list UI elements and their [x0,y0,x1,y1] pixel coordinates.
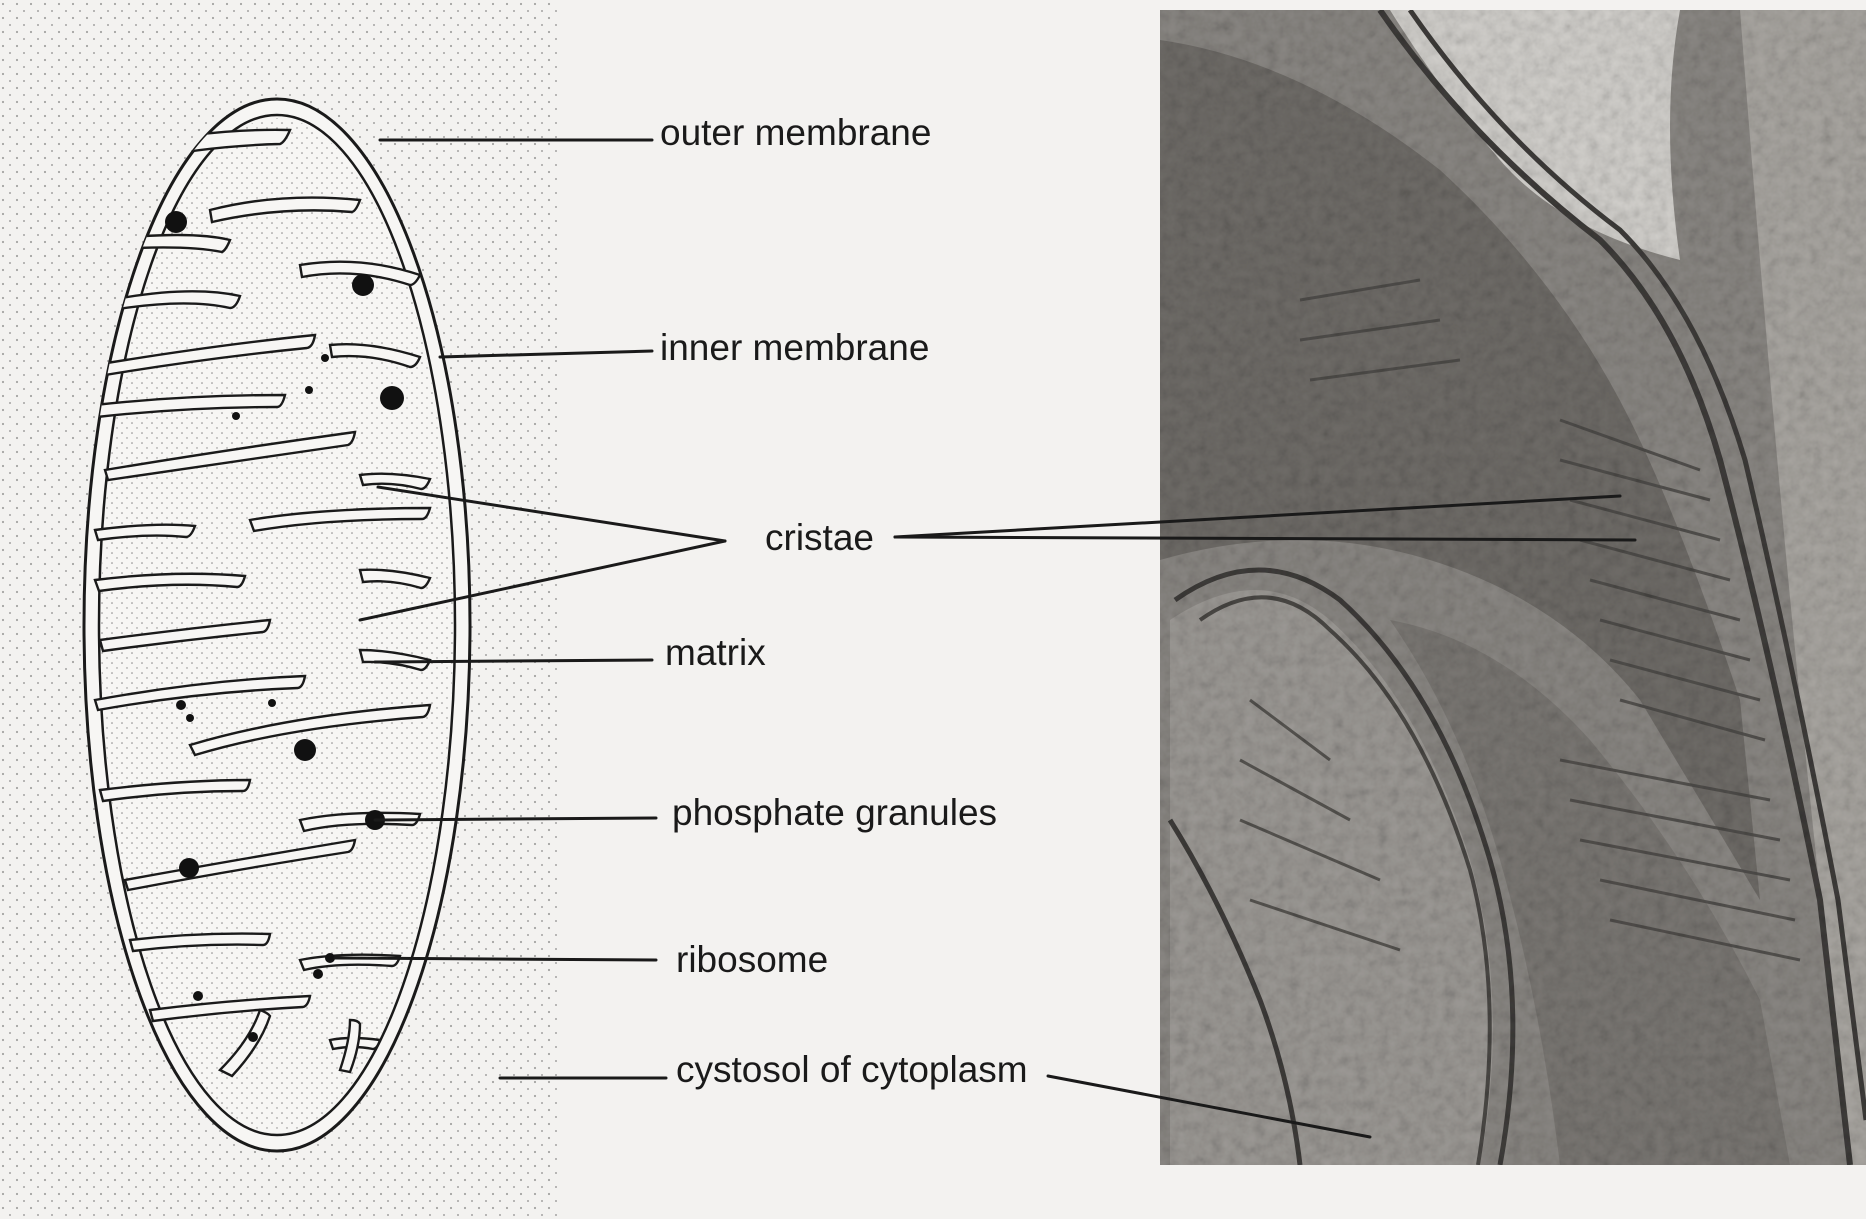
label-matrix: matrix [665,632,766,673]
electron-micrograph [1160,10,1866,1165]
label-ribosome: ribosome [676,939,828,980]
label-outer-membrane: outer membrane [660,112,931,153]
phosphate-granules-leader [375,818,656,820]
matrix-leader [375,660,652,662]
label-cystosol: cystosol of cytoplasm [676,1049,1028,1090]
mitochondrion-drawing [84,99,470,1151]
label-inner-membrane: inner membrane [660,327,929,368]
label-cristae: cristae [765,517,874,558]
labels: outer membrane inner membrane cristae ma… [652,108,1028,1090]
label-phosphate-granules: phosphate granules [672,792,997,833]
ribosome-leader [335,958,656,960]
